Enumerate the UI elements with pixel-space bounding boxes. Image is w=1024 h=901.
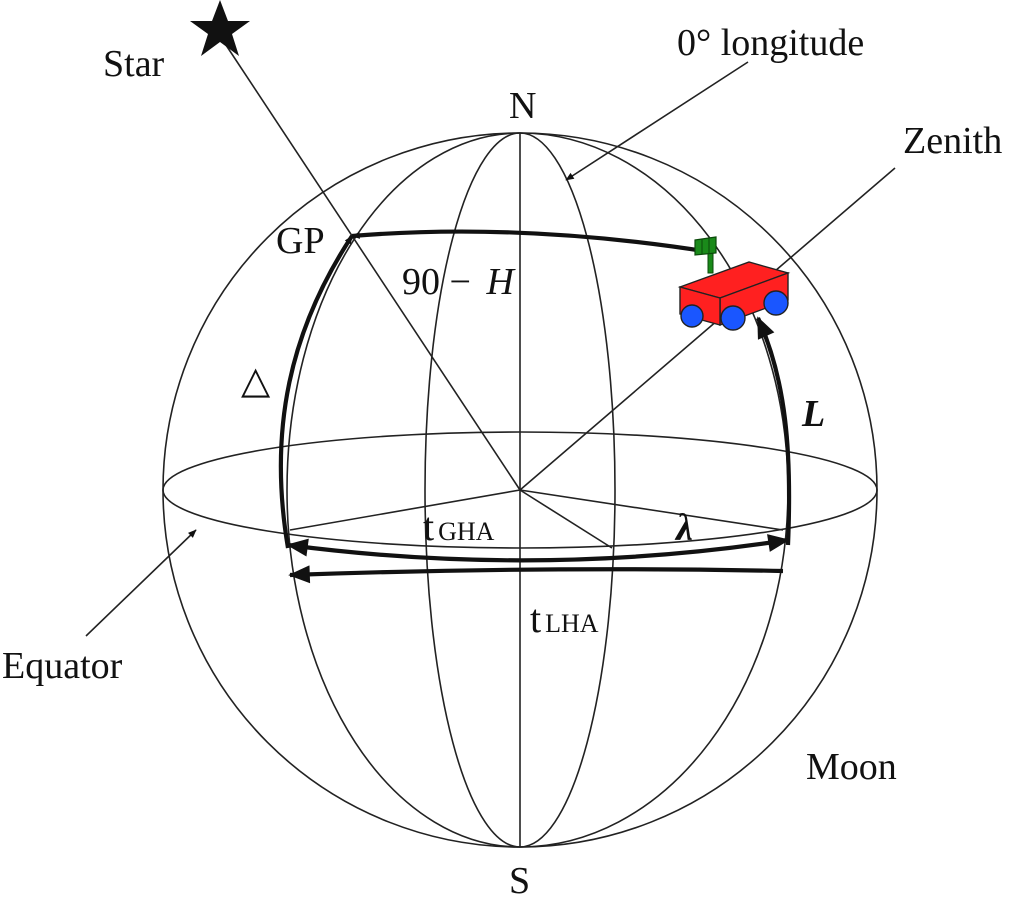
- declination-arc: [278, 234, 354, 549]
- gp-label: GP: [276, 220, 325, 262]
- prime-ray: [519, 489, 613, 549]
- zenith-distance-arc: [351, 229, 711, 255]
- zenith-distance-prefix: 90 −: [402, 261, 471, 303]
- zenith-line: [519, 167, 896, 491]
- latitude-label: L: [801, 393, 825, 435]
- gha-sub: GHA: [438, 517, 495, 546]
- zenith-distance-label: 90 − H: [402, 261, 516, 303]
- zenith-distance-var: H: [485, 261, 516, 303]
- rover-meridian: [519, 132, 789, 848]
- lha-arc: [288, 565, 784, 584]
- lha-label: t LHA: [530, 596, 599, 641]
- zenith-label: Zenith: [903, 120, 1002, 162]
- south-label: S: [509, 860, 530, 901]
- equator-label: Equator: [2, 645, 123, 687]
- lha-base: t: [530, 596, 541, 641]
- rover-ray: [519, 489, 784, 531]
- gp-meridian: [286, 132, 521, 848]
- zero-longitude-label: 0° longitude: [677, 22, 864, 64]
- delta-label: △: [241, 360, 271, 402]
- star-icon: [190, 0, 250, 56]
- zero-longitude-pointer: [565, 61, 749, 181]
- lunar-rover-icon: [677, 236, 791, 331]
- star-label: Star: [103, 43, 165, 85]
- star-line: [219, 35, 521, 491]
- gp-ray: [289, 489, 521, 531]
- gha-base: t: [423, 504, 434, 549]
- lha-sub: LHA: [545, 609, 599, 638]
- moon-label: Moon: [806, 746, 897, 788]
- equator-pointer: [85, 529, 197, 637]
- north-label: N: [509, 85, 536, 127]
- latitude-arc: [756, 316, 792, 546]
- gha-lambda-arc: [286, 534, 790, 563]
- gha-label: t GHA: [423, 504, 495, 549]
- longitude-label: λ: [674, 507, 693, 549]
